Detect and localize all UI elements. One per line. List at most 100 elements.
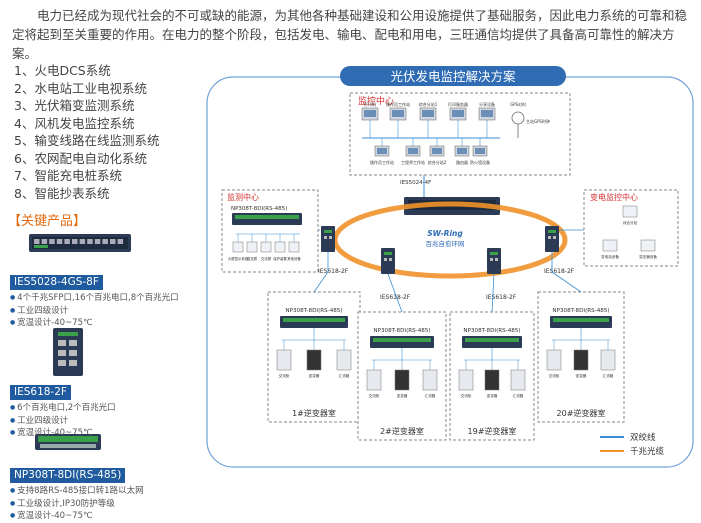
inverter-room: NP308T-8DI(RS-485)交流柜逆变器汇流箱1#逆变器室: [267, 291, 361, 423]
product-model: IES618-2F: [10, 385, 71, 400]
monitor-device: 工程师工作站: [401, 138, 425, 165]
monitor-device-label: 工程师工作站: [401, 159, 425, 165]
left-meter-label: 交流屏: [261, 256, 272, 261]
inverter-room: NP308T-8DI(RS-485)交流柜逆变器汇流箱2#逆变器室: [357, 311, 447, 441]
diagram-title-bar: [340, 66, 566, 86]
ring-switch: IES618-2F: [380, 248, 411, 301]
monitor-device: 路由器: [454, 138, 470, 165]
left-meter: 大屏显示系统: [228, 234, 249, 261]
left-meter-label: 其他设备: [287, 256, 301, 261]
intro-paragraph: 电力已经成为现代社会的不可或缺的能源，为其他各种基础建设和公用设施提供了基础服务…: [12, 8, 688, 61]
monitor-device: 综合分站1: [419, 101, 438, 138]
monitor-device: 防火墙设备: [470, 138, 490, 165]
room-device-label: NP308T-8DI(RS-485): [285, 308, 342, 314]
room-item-label: 交流柜: [461, 393, 472, 398]
room-item-label: 交流柜: [549, 373, 560, 378]
monitor-device: 综合分站2: [428, 138, 447, 165]
left-meter-label: 直流屏: [247, 256, 258, 261]
product-model: NP308T-8DI(RS-485): [10, 468, 126, 483]
left-meter-label: 保护装置: [273, 256, 287, 261]
monitor-device-label: 路由器: [456, 159, 468, 165]
application-item: 2、水电站工业电视系统: [14, 80, 147, 96]
monitor-device: 分享设备: [478, 101, 496, 138]
product-ies618: IES618-2F 6个百兆电口,2个百兆光口工业四级设计宽温设计-40~75℃: [10, 380, 116, 440]
left-meter-label: 大屏显示系统: [228, 256, 249, 261]
left-meter: 交流屏: [260, 234, 272, 261]
product-features: 4个千兆SFP口,16个百兆电口,8个百兆光口工业四级设计宽温设计-40~75℃: [10, 292, 179, 330]
room-device-label: NP308T-8DI(RS-485): [552, 308, 609, 314]
product-feature: 4个千兆SFP口,16个百兆电口,8个百兆光口: [10, 292, 178, 305]
room-item-label: 逆变器: [309, 373, 320, 378]
monitor-device-label: 分享设备: [479, 101, 495, 107]
product-image-ies5028: [29, 234, 131, 252]
product-feature: 工业级设计,IP30防护等级: [10, 498, 144, 511]
monitor-device-label: 打印服务器: [448, 101, 468, 107]
application-item: 1、火电DCS系统: [14, 63, 111, 78]
right-center-label: 变电监控中心: [590, 192, 638, 202]
ring-switch-label: IES618-2F: [318, 268, 349, 275]
product-feature: 工业四级设计: [10, 305, 179, 318]
left-center-label: 监测中心: [227, 192, 259, 202]
room-item-label: 交流柜: [279, 373, 290, 378]
ring-name: SW-Ring: [427, 229, 463, 238]
room-item-label: 汇流箱: [603, 373, 614, 378]
legend-twisted-pair: 双绞线: [630, 432, 656, 443]
room-item-label: 逆变器: [576, 373, 587, 378]
room-name: 19#逆变器室: [468, 426, 517, 436]
inverter-room: NP308T-8DI(RS-485)交流柜逆变器汇流箱19#逆变器室: [449, 311, 535, 441]
room-item-label: 汇流箱: [513, 393, 524, 398]
ring-switch: IES618-2F: [544, 226, 575, 275]
monitor-device: 操作员工作站: [370, 138, 394, 165]
ring-switch-label: IES618-2F: [486, 294, 517, 301]
monitor-device-label: 打印机: [364, 101, 376, 107]
product-model: IES5028-4GS-8F: [10, 275, 103, 290]
monitor-device-label: 操作员工作站: [370, 159, 394, 165]
diagram-title: 光伏发电监控解决方案: [390, 69, 516, 84]
product-feature: 支持8路RS-485接口转1路以太网: [10, 485, 143, 498]
legend-gigabit-fiber: 千兆光缆: [630, 446, 665, 457]
room-name: 2#逆变器室: [380, 426, 424, 436]
application-item: 3、光伏箱变监测系统: [14, 98, 135, 113]
product-feature: 宽温设计-40~75℃: [10, 427, 116, 440]
application-item: 4、风机发电监控系统: [14, 115, 135, 131]
right-device-label: 变压器设备: [639, 254, 657, 259]
room-device-label: NP308T-8DI(RS-485): [373, 328, 430, 334]
room-item-label: 逆变器: [397, 393, 408, 398]
ring-switch-label: IES618-2F: [544, 268, 575, 275]
monitor-center-box: [349, 92, 571, 176]
gps-label: 主站GPS时钟: [526, 118, 550, 124]
left-meter: 其他设备: [287, 234, 301, 261]
application-item: 5、输变线路在线监测系统: [14, 133, 160, 148]
right-device-label: 综合分站: [623, 220, 638, 225]
monitor-device: 打印机: [361, 101, 379, 138]
room-name: 20#逆变器室: [557, 408, 606, 418]
product-feature: 6个百兆电口,2个百兆光口: [10, 402, 116, 415]
right-device: 变电站设备: [601, 239, 619, 259]
application-item: 7、智能充电桩系统: [14, 168, 122, 183]
left-np308t: [232, 213, 302, 225]
ring-switch: IES618-2F: [486, 248, 517, 301]
left-meter: 直流屏: [246, 234, 258, 261]
monitor-device: GPS对时: [510, 101, 526, 138]
inverter-room: NP308T-8DI(RS-485) 交流柜 逆变器 汇流箱 20#逆变器室: [537, 291, 625, 423]
right-device: 综合分站: [622, 205, 638, 225]
product-features: 6个百兆电口,2个百兆光口工业四级设计宽温设计-40~75℃: [10, 402, 116, 440]
product-ies5028: IES5028-4GS-8F 4个千兆SFP口,16个百兆电口,8个百兆光口工业…: [10, 270, 179, 330]
product-feature: 工业四级设计: [10, 415, 116, 428]
room-item-label: 汇流箱: [425, 393, 436, 398]
right-center-box: [583, 189, 679, 267]
application-item: 8、智能抄表系统: [14, 185, 110, 201]
product-image-ies618: [53, 328, 83, 376]
monitor-device: 打印服务器: [448, 101, 468, 138]
application-item: 6、农网配电自动化系统: [14, 150, 147, 166]
left-center-box: [221, 189, 319, 273]
monitor-device-label: 防火墙设备: [470, 159, 490, 165]
right-device: 变压器设备: [639, 239, 657, 259]
left-meter: 保护装置: [273, 234, 287, 261]
product-feature: 宽温设计-40~75℃: [10, 317, 179, 330]
ring-subtitle: 百兆自愈环网: [426, 239, 465, 248]
application-list: 1、火电DCS系统 2、水电站工业电视系统 3、光伏箱变监测系统 4、风机发电监控系统…: [14, 62, 159, 202]
room-device-label: NP308T-8DI(RS-485): [463, 328, 520, 334]
monitor-device: 操作员工作站: [386, 101, 410, 138]
